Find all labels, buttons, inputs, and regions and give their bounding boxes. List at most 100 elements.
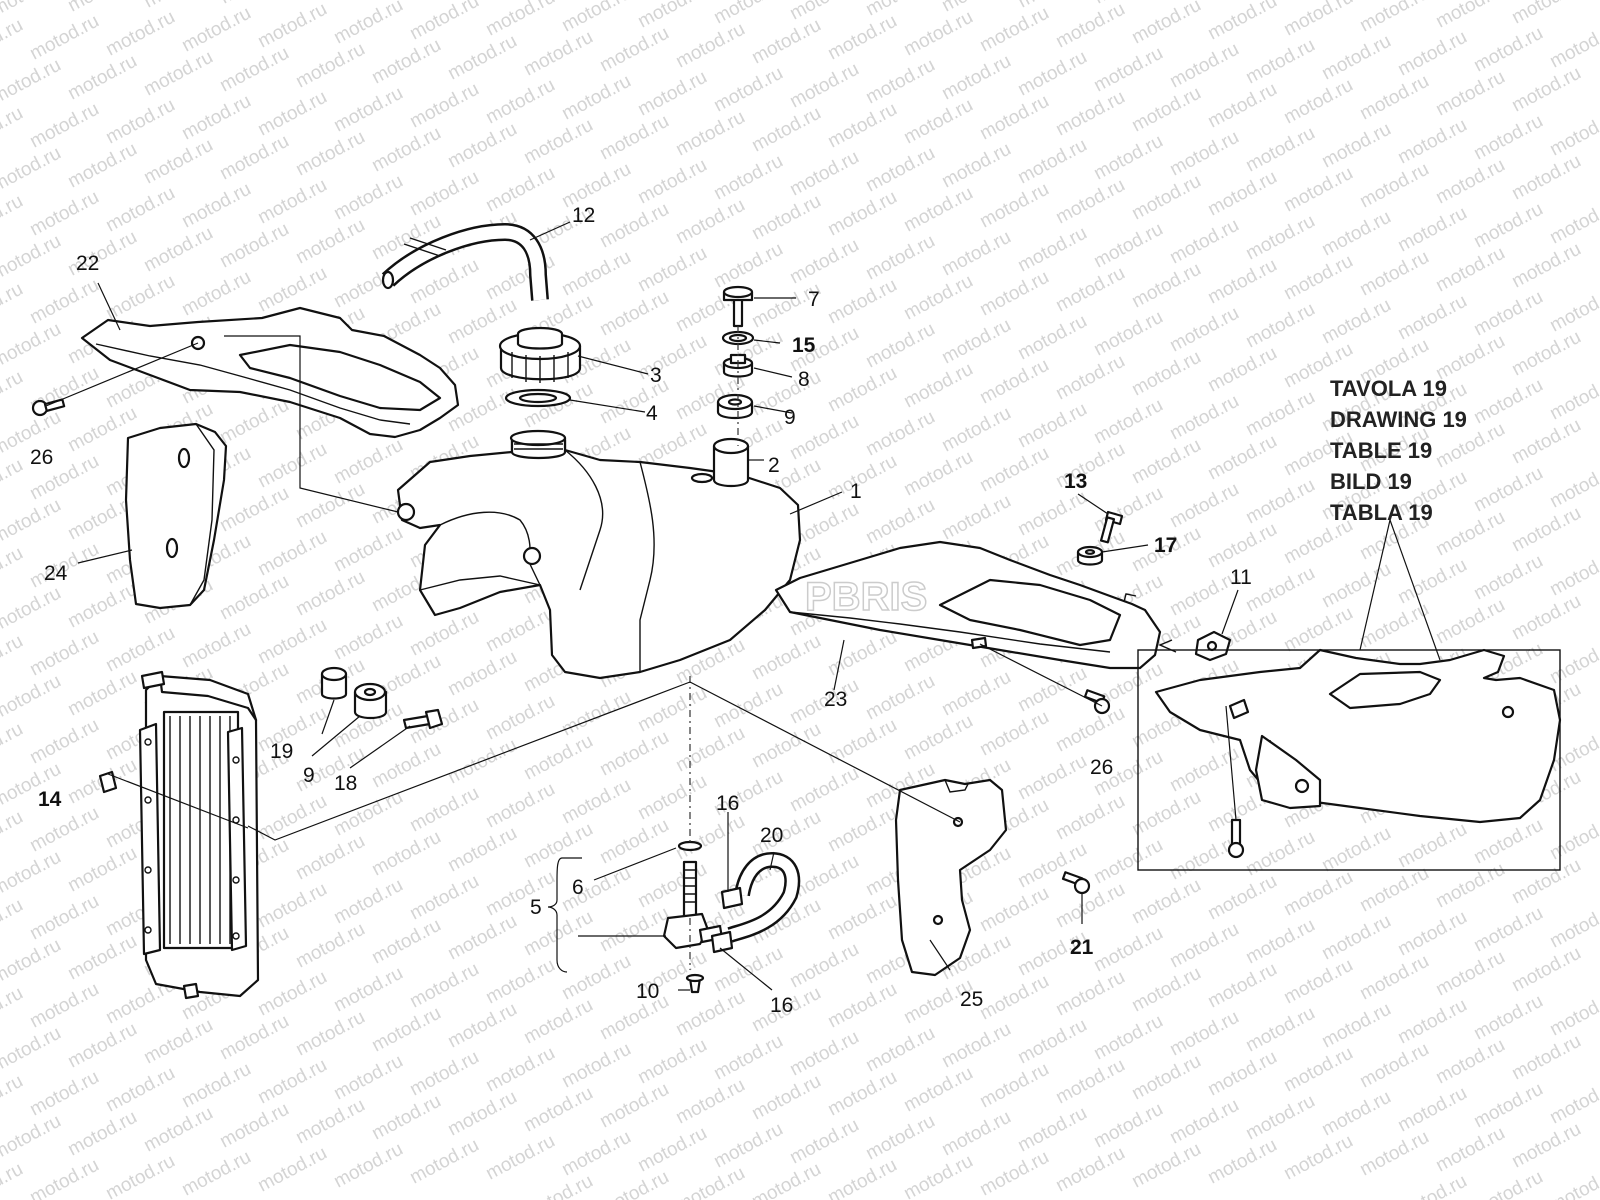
watermark-text: motod.ru: [292, 567, 368, 621]
watermark-text: motod.ru: [1470, 287, 1546, 341]
watermark-text: motod.ru: [1470, 463, 1546, 517]
watermark-text: motod.ru: [634, 331, 710, 385]
watermark-text: motod.ru: [1280, 0, 1356, 40]
watermark-text: motod.ru: [596, 903, 672, 957]
watermark-text: motod.ru: [406, 783, 482, 837]
watermark-text: motod.ru: [0, 455, 27, 509]
watermark-text: motod.ru: [64, 667, 140, 721]
watermark-text: motod.ru: [1470, 551, 1546, 605]
watermark-text: motod.ru: [1166, 479, 1242, 533]
watermark-text: motod.ru: [254, 527, 330, 581]
watermark-text: motod.ru: [26, 275, 102, 329]
watermark-text: motod.ru: [596, 199, 672, 253]
watermark-text: motod.ru: [482, 0, 558, 40]
watermark-text: motod.ru: [862, 671, 938, 725]
watermark-text: motod.ru: [64, 931, 140, 985]
watermark-text: motod.ru: [254, 0, 330, 52]
watermark-text: motod.ru: [444, 1087, 520, 1141]
reference-line-1: TAVOLA 19: [1330, 376, 1447, 401]
watermark-text: motod.ru: [1242, 35, 1318, 89]
watermark-text: motod.ru: [824, 275, 900, 329]
watermark-text: motod.ru: [824, 803, 900, 857]
watermark-text: motod.ru: [1546, 1163, 1600, 1200]
watermark-text: motod.ru: [710, 1031, 786, 1085]
assembly-lines: [107, 326, 961, 970]
watermark-text: motod.ru: [900, 1151, 976, 1200]
watermark-text: motod.ru: [1052, 0, 1128, 52]
watermark-text: motod.ru: [102, 623, 178, 677]
watermark-text: motod.ru: [1394, 203, 1470, 257]
watermark-text: motod.ru: [1508, 503, 1584, 557]
watermark-text: motod.ru: [1052, 967, 1128, 1021]
watermark-text: motod.ru: [786, 59, 862, 113]
watermark-text: motod.ru: [1204, 1047, 1280, 1101]
watermark-text: motod.ru: [406, 0, 482, 44]
reference-line-3: TABLE 19: [1330, 438, 1432, 463]
watermark-text: motod.ru: [26, 11, 102, 65]
watermark-text: motod.ru: [330, 611, 406, 665]
shroud-right: [894, 778, 1008, 977]
watermark-text: motod.ru: [862, 231, 938, 285]
watermark-text: motod.ru: [178, 619, 254, 673]
watermark-text: motod.ru: [178, 1147, 254, 1200]
watermark-text: motod.ru: [1014, 311, 1090, 365]
watermark-text: motod.ru: [254, 175, 330, 229]
watermark-text: motod.ru: [482, 75, 558, 129]
watermark-text: motod.ru: [1090, 395, 1166, 449]
callout-16-lower: 16: [770, 994, 793, 1017]
watermark-text: motod.ru: [1318, 999, 1394, 1053]
watermark-text: motod.ru: [444, 119, 520, 173]
watermark-text: motod.ru: [1280, 603, 1356, 657]
callout-10: 10: [636, 980, 659, 1003]
callout-18: 18: [334, 772, 357, 795]
watermark-text: motod.ru: [596, 1079, 672, 1133]
watermark-text: motod.ru: [520, 995, 596, 1049]
watermark-text: motod.ru: [520, 27, 596, 81]
watermark-text: motod.ru: [1090, 923, 1166, 977]
watermark-text: motod.ru: [938, 227, 1014, 281]
breather-hose: [381, 222, 549, 301]
watermark-text: motod.ru: [520, 819, 596, 873]
filler-cap: [498, 326, 582, 383]
watermark-text: motod.ru: [1242, 475, 1318, 529]
watermark-text: motod.ru: [64, 51, 140, 105]
watermark-text: motod.ru: [634, 859, 710, 913]
watermark-text: motod.ru: [254, 791, 330, 845]
watermark-text: motod.ru: [406, 1047, 482, 1101]
watermark-text: motod.ru: [1470, 1167, 1546, 1200]
watermark-text: motod.ru: [1356, 1127, 1432, 1181]
watermark-text: motod.ru: [1090, 307, 1166, 361]
watermark-text: motod.ru: [1204, 79, 1280, 133]
watermark-text: motod.ru: [26, 715, 102, 769]
watermark-text: motod.ru: [482, 603, 558, 657]
watermark-text: motod.ru: [1356, 951, 1432, 1005]
watermark-text: motod.ru: [786, 1027, 862, 1081]
watermark-text: motod.ru: [748, 191, 824, 245]
watermark-logo: PBRIS: [805, 575, 927, 619]
watermark-text: motod.ru: [1052, 703, 1128, 757]
watermark-text: motod.ru: [634, 771, 710, 825]
watermark-text: motod.ru: [1508, 943, 1584, 997]
watermark-text: motod.ru: [482, 1131, 558, 1185]
watermark-text: motod.ru: [482, 867, 558, 921]
watermark-text: motod.ru: [330, 523, 406, 577]
watermark-text: motod.ru: [1508, 327, 1584, 381]
watermark-text: motod.ru: [558, 863, 634, 917]
watermark-text: motod.ru: [862, 319, 938, 373]
watermark-text: motod.ru: [1090, 131, 1166, 185]
watermark-text: motod.ru: [292, 479, 368, 533]
watermark-text: motod.ru: [558, 951, 634, 1005]
watermark-text: motod.ru: [0, 143, 65, 197]
watermark-text: motod.ru: [1470, 991, 1546, 1045]
watermark-text: motod.ru: [140, 0, 216, 12]
watermark-text: motod.ru: [1090, 219, 1166, 273]
watermark-text: motod.ru: [1242, 915, 1318, 969]
watermark-text: motod.ru: [672, 1163, 748, 1200]
watermark-text: motod.ru: [292, 1095, 368, 1149]
watermark-text: motod.ru: [1318, 31, 1394, 85]
watermark-text: motod.ru: [0, 319, 65, 373]
watermark-text: motod.ru: [1508, 591, 1584, 645]
watermark-text: motod.ru: [938, 0, 1014, 16]
watermark-text: motod.ru: [26, 891, 102, 945]
watermark-text: motod.ru: [0, 583, 65, 637]
